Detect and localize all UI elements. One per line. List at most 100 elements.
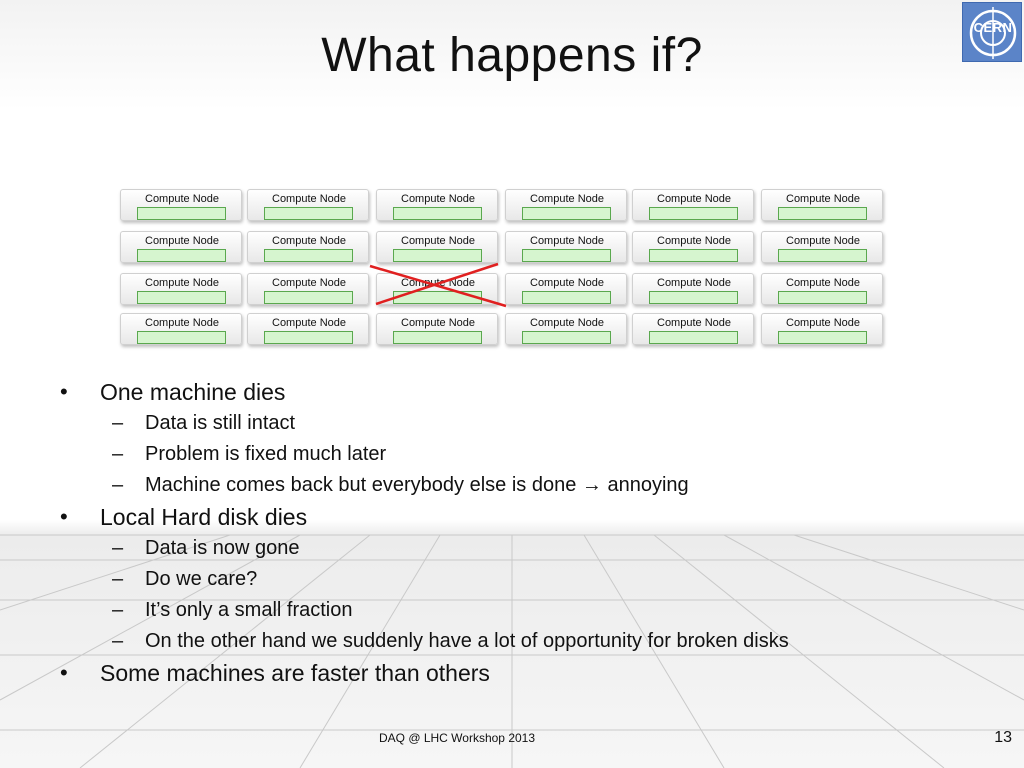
bullet-text: Some machines are faster than others xyxy=(100,660,490,686)
compute-node: Compute Node xyxy=(761,273,883,305)
compute-node-label: Compute Node xyxy=(145,235,219,247)
dash-marker: – xyxy=(112,599,124,621)
sub-bullet-text: Data is now gone xyxy=(145,537,300,559)
slide-title: What happens if? xyxy=(321,29,703,82)
dash-marker: – xyxy=(112,412,124,434)
compute-node: Compute Node xyxy=(761,189,883,221)
compute-node: Compute Node xyxy=(505,273,627,305)
sub-bullet-item: – It’s only a small fraction xyxy=(60,595,960,626)
compute-node-bar xyxy=(137,249,226,262)
compute-node: Compute Node xyxy=(632,313,754,345)
sub-bullet-text: Problem is fixed much later xyxy=(145,443,387,465)
slide-footer: DAQ @ LHC Workshop 2013 xyxy=(378,731,536,745)
compute-node: Compute Node xyxy=(505,189,627,221)
compute-node-bar xyxy=(264,291,353,304)
compute-node-label: Compute Node xyxy=(145,193,219,205)
compute-node-label: Compute Node xyxy=(530,317,604,329)
bullet-marker: • xyxy=(60,660,68,685)
bullet-marker: • xyxy=(60,504,68,529)
bullet-list: • One machine dies – Data is still intac… xyxy=(60,376,960,689)
sub-bullet-item: – Problem is fixed much later xyxy=(60,439,960,470)
dash-marker: – xyxy=(112,630,124,652)
bullet-item: • Local Hard disk dies xyxy=(60,501,960,533)
compute-node-bar xyxy=(649,331,738,344)
sub-bullet-item: – Do we care? xyxy=(60,564,960,595)
page-number: 13 xyxy=(994,729,1012,746)
sub-bullet-text: Machine comes back but everybody else is… xyxy=(145,474,577,496)
compute-node-label: Compute Node xyxy=(786,193,860,205)
dash-marker: – xyxy=(112,443,124,465)
sub-bullet-item: – Data is still intact xyxy=(60,408,960,439)
compute-node-bar xyxy=(649,291,738,304)
compute-node-bar xyxy=(264,331,353,344)
logo-text: CERN xyxy=(973,20,1013,35)
compute-node-bar xyxy=(393,207,482,220)
compute-node-label: Compute Node xyxy=(272,235,346,247)
dash-marker: – xyxy=(112,537,124,559)
sub-bullet-text: Data is still intact xyxy=(145,412,296,434)
sub-bullet-text: On the other hand we suddenly have a lot… xyxy=(145,630,789,652)
compute-node: Compute Node xyxy=(505,313,627,345)
sub-bullet-item: – On the other hand we suddenly have a l… xyxy=(60,626,960,657)
dash-marker: – xyxy=(112,568,124,590)
compute-node: Compute Node xyxy=(761,313,883,345)
compute-node-label: Compute Node xyxy=(401,317,475,329)
compute-node-label: Compute Node xyxy=(272,193,346,205)
compute-node-label: Compute Node xyxy=(145,277,219,289)
compute-node: Compute Node xyxy=(376,231,498,263)
compute-node-bar xyxy=(778,331,867,344)
compute-node-label: Compute Node xyxy=(786,235,860,247)
bullet-item: • Some machines are faster than others xyxy=(60,657,960,689)
compute-node: Compute Node xyxy=(247,313,369,345)
compute-node-label: Compute Node xyxy=(530,193,604,205)
dash-marker: – xyxy=(112,474,124,496)
compute-node-label: Compute Node xyxy=(657,317,731,329)
compute-node: Compute Node xyxy=(247,273,369,305)
compute-node: Compute Node xyxy=(247,189,369,221)
compute-node-bar xyxy=(393,331,482,344)
compute-node-bar xyxy=(649,249,738,262)
compute-node-label: Compute Node xyxy=(272,277,346,289)
compute-node: Compute Node xyxy=(120,231,242,263)
compute-node-bar xyxy=(393,291,482,304)
compute-node-label: Compute Node xyxy=(530,235,604,247)
compute-node-label: Compute Node xyxy=(401,235,475,247)
compute-node-label: Compute Node xyxy=(530,277,604,289)
compute-node: Compute Node xyxy=(632,189,754,221)
compute-node-bar xyxy=(522,249,611,262)
compute-node-label: Compute Node xyxy=(145,317,219,329)
compute-node-bar xyxy=(778,249,867,262)
sub-bullet-item: – Machine comes back but everybody else … xyxy=(60,470,960,501)
compute-node-bar xyxy=(393,249,482,262)
compute-node-label: Compute Node xyxy=(657,193,731,205)
compute-node: Compute Node xyxy=(632,273,754,305)
compute-node-label: Compute Node xyxy=(657,235,731,247)
sub-bullet-item: – Data is now gone xyxy=(60,533,960,564)
compute-node-bar xyxy=(522,331,611,344)
compute-node-label: Compute Node xyxy=(272,317,346,329)
compute-node-label: Compute Node xyxy=(657,277,731,289)
compute-node-bar xyxy=(137,331,226,344)
right-arrow-icon: → xyxy=(581,474,602,496)
compute-node-label: Compute Node xyxy=(401,193,475,205)
compute-node: Compute Node xyxy=(247,231,369,263)
compute-node-bar xyxy=(778,207,867,220)
compute-node-bar xyxy=(649,207,738,220)
sub-bullet-text: It’s only a small fraction xyxy=(145,599,353,621)
compute-node-bar xyxy=(264,249,353,262)
compute-node-label: Compute Node xyxy=(786,317,860,329)
sub-bullet-text: Do we care? xyxy=(145,568,258,590)
bullet-text: Local Hard disk dies xyxy=(100,504,308,530)
compute-node-label: Compute Node xyxy=(401,277,475,289)
compute-node: Compute Node xyxy=(376,189,498,221)
sub-bullet-text-with-arrow: Machine comes back but everybody else is… xyxy=(145,470,689,501)
sub-bullet-text-after: annoying xyxy=(607,474,689,496)
bullet-marker: • xyxy=(60,379,68,404)
cern-logo: CERN xyxy=(962,2,1022,62)
compute-node: Compute Node xyxy=(632,231,754,263)
compute-node-bar xyxy=(522,291,611,304)
compute-node-bar xyxy=(264,207,353,220)
compute-node: Compute Node xyxy=(120,313,242,345)
compute-node: Compute Node xyxy=(376,273,498,305)
